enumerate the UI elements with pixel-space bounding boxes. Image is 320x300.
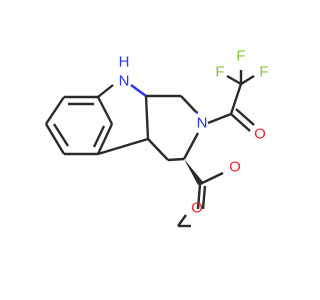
bond (96, 123, 114, 155)
tfa-carbonyl-oxygen-label: O (254, 126, 266, 143)
bond (207, 112, 232, 125)
bond (180, 95, 197, 113)
nh-nitrogen-label: N (119, 73, 130, 90)
bond (44, 123, 66, 155)
trifluoroacetyl-group (207, 70, 255, 132)
bond (97, 137, 149, 156)
bond (230, 113, 251, 132)
ring-nitrogen-label: N (197, 115, 208, 132)
bond (229, 83, 243, 115)
bond (52, 123, 70, 147)
fluorine-label-left: F (215, 64, 224, 81)
fluorine-label-top: F (236, 48, 245, 65)
bond (196, 183, 202, 210)
piperidine-ring (146, 94, 200, 162)
stereo-wedge (184, 159, 203, 185)
bond (45, 96, 65, 125)
ester-oxygen-label: O (191, 200, 203, 217)
ester-carbonyl-oxygen-label: O (229, 159, 241, 176)
bond (177, 214, 187, 227)
bond (130, 84, 147, 97)
bond (235, 108, 255, 126)
bond (240, 74, 255, 86)
bond (96, 96, 114, 125)
bond (97, 84, 114, 98)
ester-group (177, 159, 224, 228)
bond (201, 185, 207, 210)
molecule-structure: H N N O O O F F F (44, 48, 269, 228)
bond (147, 138, 169, 161)
bond (92, 125, 106, 148)
pyrrole-ring (97, 84, 150, 156)
fluorine-label-right: F (259, 64, 268, 81)
nh-hydrogen-label: H (119, 54, 130, 71)
bond (144, 95, 150, 140)
benzene-ring (44, 95, 114, 156)
bond (226, 74, 242, 86)
bond (195, 110, 199, 115)
bond (167, 157, 185, 162)
bond (182, 132, 200, 160)
bond (199, 171, 224, 186)
